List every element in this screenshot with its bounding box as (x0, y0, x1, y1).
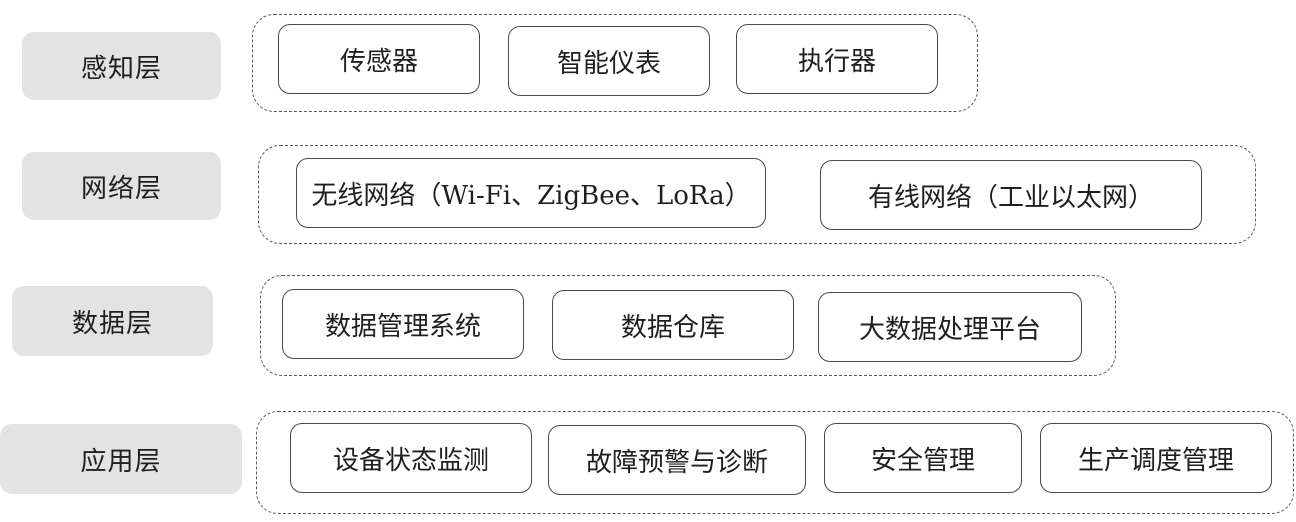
item-wireless-network: 无线网络（Wi-Fi、ZigBee、LoRa） (296, 158, 766, 228)
layer-group-data (260, 275, 1116, 376)
item-data-management-system: 数据管理系统 (282, 289, 524, 359)
layer-label-network: 网络层 (22, 152, 221, 220)
layer-group-application (256, 411, 1294, 514)
item-production-scheduling: 生产调度管理 (1040, 423, 1272, 493)
item-smart-meter: 智能仪表 (508, 26, 710, 96)
layer-group-network (258, 145, 1256, 244)
item-sensor: 传感器 (278, 24, 480, 94)
item-fault-warning-diagnosis: 故障预警与诊断 (548, 425, 806, 495)
item-data-warehouse: 数据仓库 (552, 290, 794, 360)
layer-label-data: 数据层 (12, 286, 213, 356)
item-actuator: 执行器 (736, 24, 938, 94)
item-wired-network: 有线网络（工业以太网） (820, 160, 1202, 230)
layer-label-perception: 感知层 (22, 32, 221, 100)
item-equipment-monitoring: 设备状态监测 (290, 423, 532, 493)
item-safety-management: 安全管理 (824, 423, 1022, 493)
item-big-data-platform: 大数据处理平台 (818, 292, 1082, 362)
layer-group-perception (252, 14, 978, 112)
layer-label-application: 应用层 (0, 424, 242, 494)
